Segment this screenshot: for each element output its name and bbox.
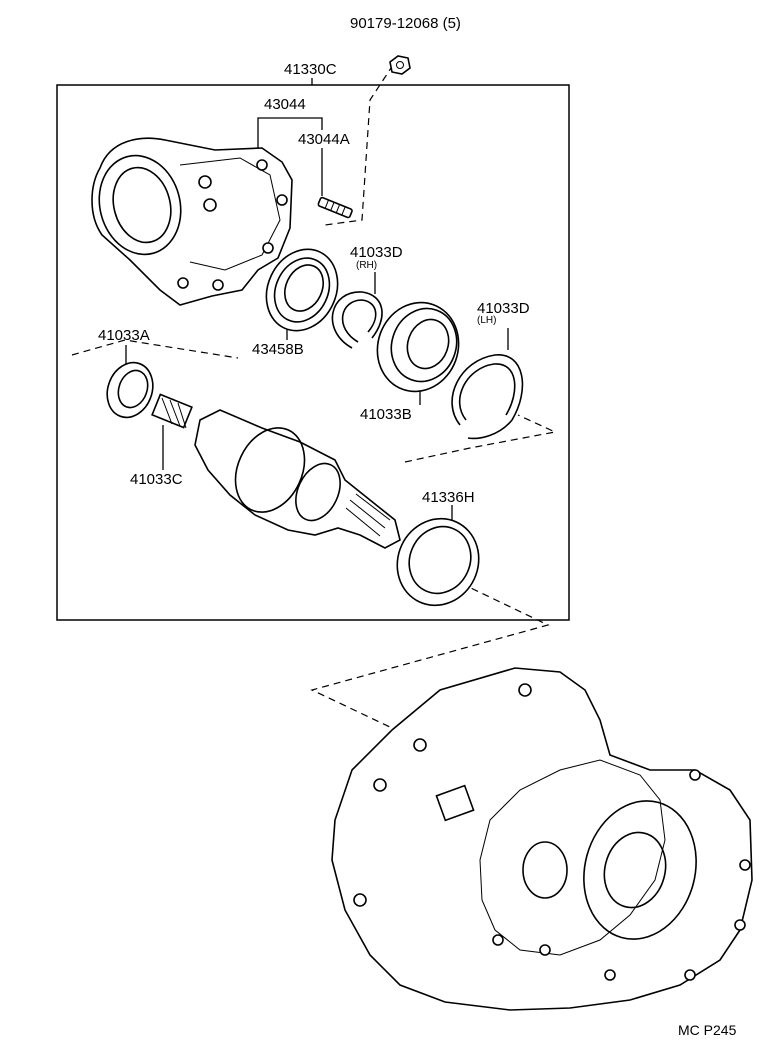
footer-code: MC P245 (678, 1022, 737, 1038)
stud-icon (317, 196, 353, 219)
label-snap-ring-lh-side: (LH) (477, 315, 497, 326)
label-snap-ring-lh: 41033D (477, 300, 530, 317)
nut-part-number: 90179-12068 (350, 15, 439, 32)
shaft-icon (194, 409, 401, 549)
case-housing-icon (91, 137, 293, 306)
nut-quantity: (5) (442, 15, 461, 32)
transaxle-case-icon (331, 667, 753, 1011)
label-bearing-b: 41033B (360, 406, 412, 423)
seal-h-icon (396, 517, 480, 607)
label-assembly: 41330C (284, 61, 337, 78)
bearing-a-icon (106, 361, 154, 419)
label-nut: 90179-12068 (5) (350, 16, 461, 31)
label-case: 43044 (264, 96, 306, 113)
label-seal-h: 41336H (422, 489, 475, 506)
label-needle-bearing: 41033C (130, 471, 183, 488)
assembly-frame (56, 84, 570, 621)
nut-icon (389, 55, 411, 75)
label-stud: 43044A (298, 131, 350, 148)
snap-ring-rh-icon (331, 291, 383, 349)
oil-seal-icon (265, 248, 339, 332)
ball-bearing-icon (376, 301, 460, 393)
label-oil-seal: 43458B (252, 341, 304, 358)
needle-bearing-icon (151, 393, 193, 429)
label-snap-ring-rh: 41033D (350, 244, 403, 261)
snap-ring-lh-icon (451, 354, 524, 440)
label-snap-ring-rh-side: (RH) (356, 260, 378, 271)
label-bearing-a: 41033A (98, 327, 150, 344)
